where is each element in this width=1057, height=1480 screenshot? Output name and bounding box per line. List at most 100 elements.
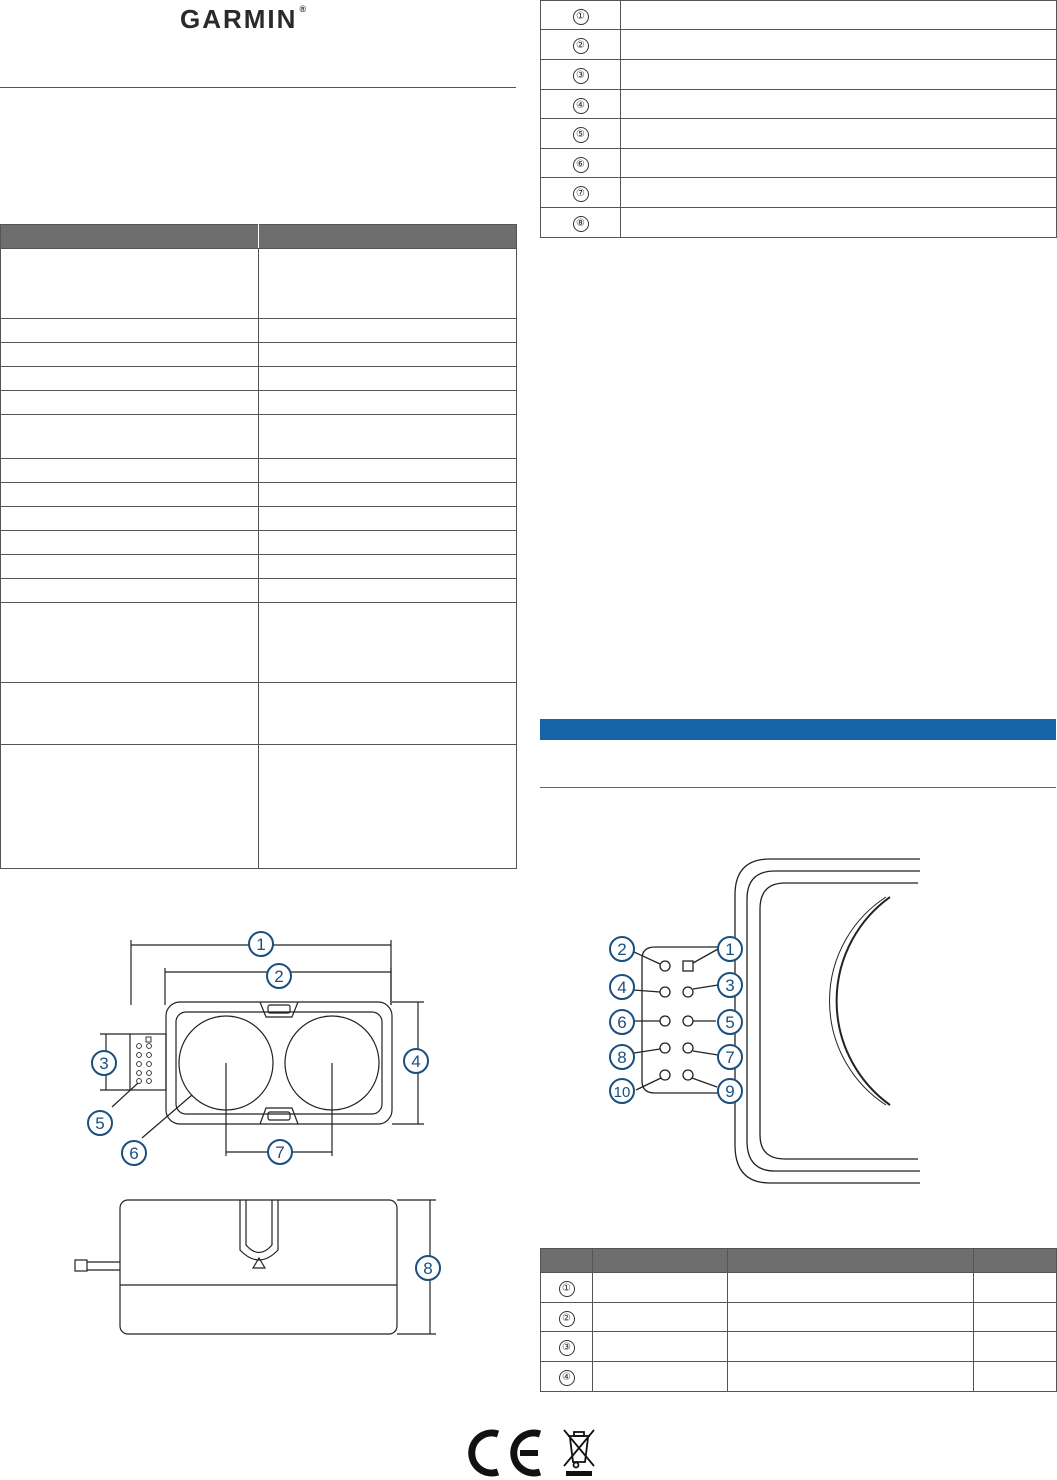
- pin-marker: ②: [558, 1310, 575, 1327]
- brand-logo: GARMIN®: [180, 4, 309, 34]
- table-cell: [258, 482, 517, 507]
- table-row: [0, 578, 517, 603]
- table-header-row: [0, 224, 517, 249]
- dimension-drawing-top-view: 1 2 3 4 5 6 7: [87, 931, 429, 1166]
- connector-pinout-drawing: 1 2 3 4 5 6 7 8 9 10: [609, 858, 920, 1184]
- pin-marker: ④: [558, 1370, 575, 1386]
- table-row: [0, 602, 517, 683]
- table-cell: [0, 682, 259, 745]
- table-row: ⑥: [540, 148, 1057, 178]
- pin-callout-10: 10: [614, 1084, 631, 1101]
- pin-callout-1: 1: [725, 940, 734, 959]
- table-cell: [258, 530, 517, 555]
- table-cell: [0, 390, 259, 415]
- table-cell: [258, 390, 517, 415]
- table-row: [0, 554, 517, 579]
- table-row: ④: [540, 1361, 1057, 1392]
- table-cell: [258, 414, 517, 459]
- table-row: [0, 342, 517, 367]
- weee-crossed-bin-icon: [563, 1429, 595, 1476]
- table-cell: [0, 458, 259, 483]
- table-row: ⑦: [540, 177, 1057, 208]
- table-cell: [258, 342, 517, 367]
- pin-callout-2: 2: [617, 940, 626, 959]
- pin-marker: ③: [558, 1340, 575, 1356]
- dimension-drawing-side-view: 8: [74, 1199, 441, 1335]
- dimension-key-table: ① ② ③ ④ ⑤ ⑥ ⑦ ⑧: [540, 0, 1057, 238]
- header-rule: [0, 87, 516, 88]
- section-heading-bar: [540, 719, 1056, 740]
- table-row: [0, 390, 517, 415]
- table-cell: [0, 482, 259, 507]
- table-cell: [258, 602, 517, 683]
- callout-5: 5: [95, 1114, 104, 1133]
- table-row: ②: [540, 1302, 1057, 1332]
- callout-1: 1: [256, 935, 265, 954]
- table-cell: [0, 554, 259, 579]
- table-row: ①: [540, 0, 1057, 30]
- callout-6: 6: [129, 1144, 138, 1163]
- table-row: [0, 482, 517, 507]
- table-cell: [0, 578, 259, 603]
- callout-marker: ③: [572, 68, 589, 84]
- callout-marker: ⑥: [572, 156, 589, 173]
- pin-callout-6: 6: [617, 1013, 626, 1032]
- table-cell: [0, 506, 259, 531]
- table-row: [0, 248, 517, 319]
- table-cell: [0, 366, 259, 391]
- pin-callout-7: 7: [725, 1048, 734, 1067]
- table-cell: [0, 342, 259, 367]
- table-row: ⑤: [540, 118, 1057, 149]
- table-header-row: [540, 1248, 1057, 1273]
- specifications-table: [0, 224, 517, 869]
- table-row: [0, 414, 517, 459]
- table-cell: [258, 578, 517, 603]
- table-row: ④: [540, 89, 1057, 119]
- callout-marker: ⑤: [572, 127, 589, 143]
- table-row: [0, 458, 517, 483]
- table-row: [0, 318, 517, 343]
- table-row: [0, 530, 517, 555]
- callout-7: 7: [275, 1143, 284, 1162]
- table-cell: [258, 458, 517, 483]
- pin-callout-8: 8: [617, 1048, 626, 1067]
- table-cell: [258, 744, 517, 869]
- table-cell: [258, 248, 517, 319]
- pin-assignment-table: ① ② ③ ④: [540, 1248, 1057, 1392]
- table-row: [0, 366, 517, 391]
- table-cell: [0, 248, 259, 319]
- callout-marker: ②: [572, 38, 589, 54]
- pin-callout-4: 4: [617, 978, 626, 997]
- callout-marker: ⑧: [572, 216, 589, 232]
- callout-3: 3: [99, 1054, 108, 1073]
- callout-2: 2: [274, 967, 283, 986]
- header-cell: [258, 224, 517, 249]
- table-cell: [0, 602, 259, 683]
- table-row: ⑧: [540, 207, 1057, 238]
- table-cell: [0, 414, 259, 459]
- table-cell: [0, 744, 259, 869]
- table-cell: [258, 554, 517, 579]
- table-cell: [258, 506, 517, 531]
- table-cell: [258, 682, 517, 745]
- table-cell: [0, 318, 259, 343]
- callout-marker: ①: [572, 8, 589, 25]
- pin-marker: ①: [558, 1281, 575, 1297]
- table-cell: [0, 530, 259, 555]
- callout-4: 4: [411, 1052, 420, 1071]
- callout-8: 8: [423, 1259, 432, 1278]
- table-row: [0, 506, 517, 531]
- table-cell: [258, 318, 517, 343]
- table-row: [0, 744, 517, 869]
- table-row: [0, 682, 517, 745]
- table-row: ③: [540, 1331, 1057, 1362]
- pin-callout-3: 3: [725, 976, 734, 995]
- callout-marker: ⑦: [572, 186, 589, 202]
- pin-callout-5: 5: [725, 1013, 734, 1032]
- header-cell: [0, 224, 259, 249]
- pin-callout-9: 9: [725, 1082, 734, 1101]
- callout-marker: ④: [572, 97, 589, 114]
- table-cell: [258, 366, 517, 391]
- section-rule: [540, 787, 1056, 788]
- table-row: ②: [540, 29, 1057, 60]
